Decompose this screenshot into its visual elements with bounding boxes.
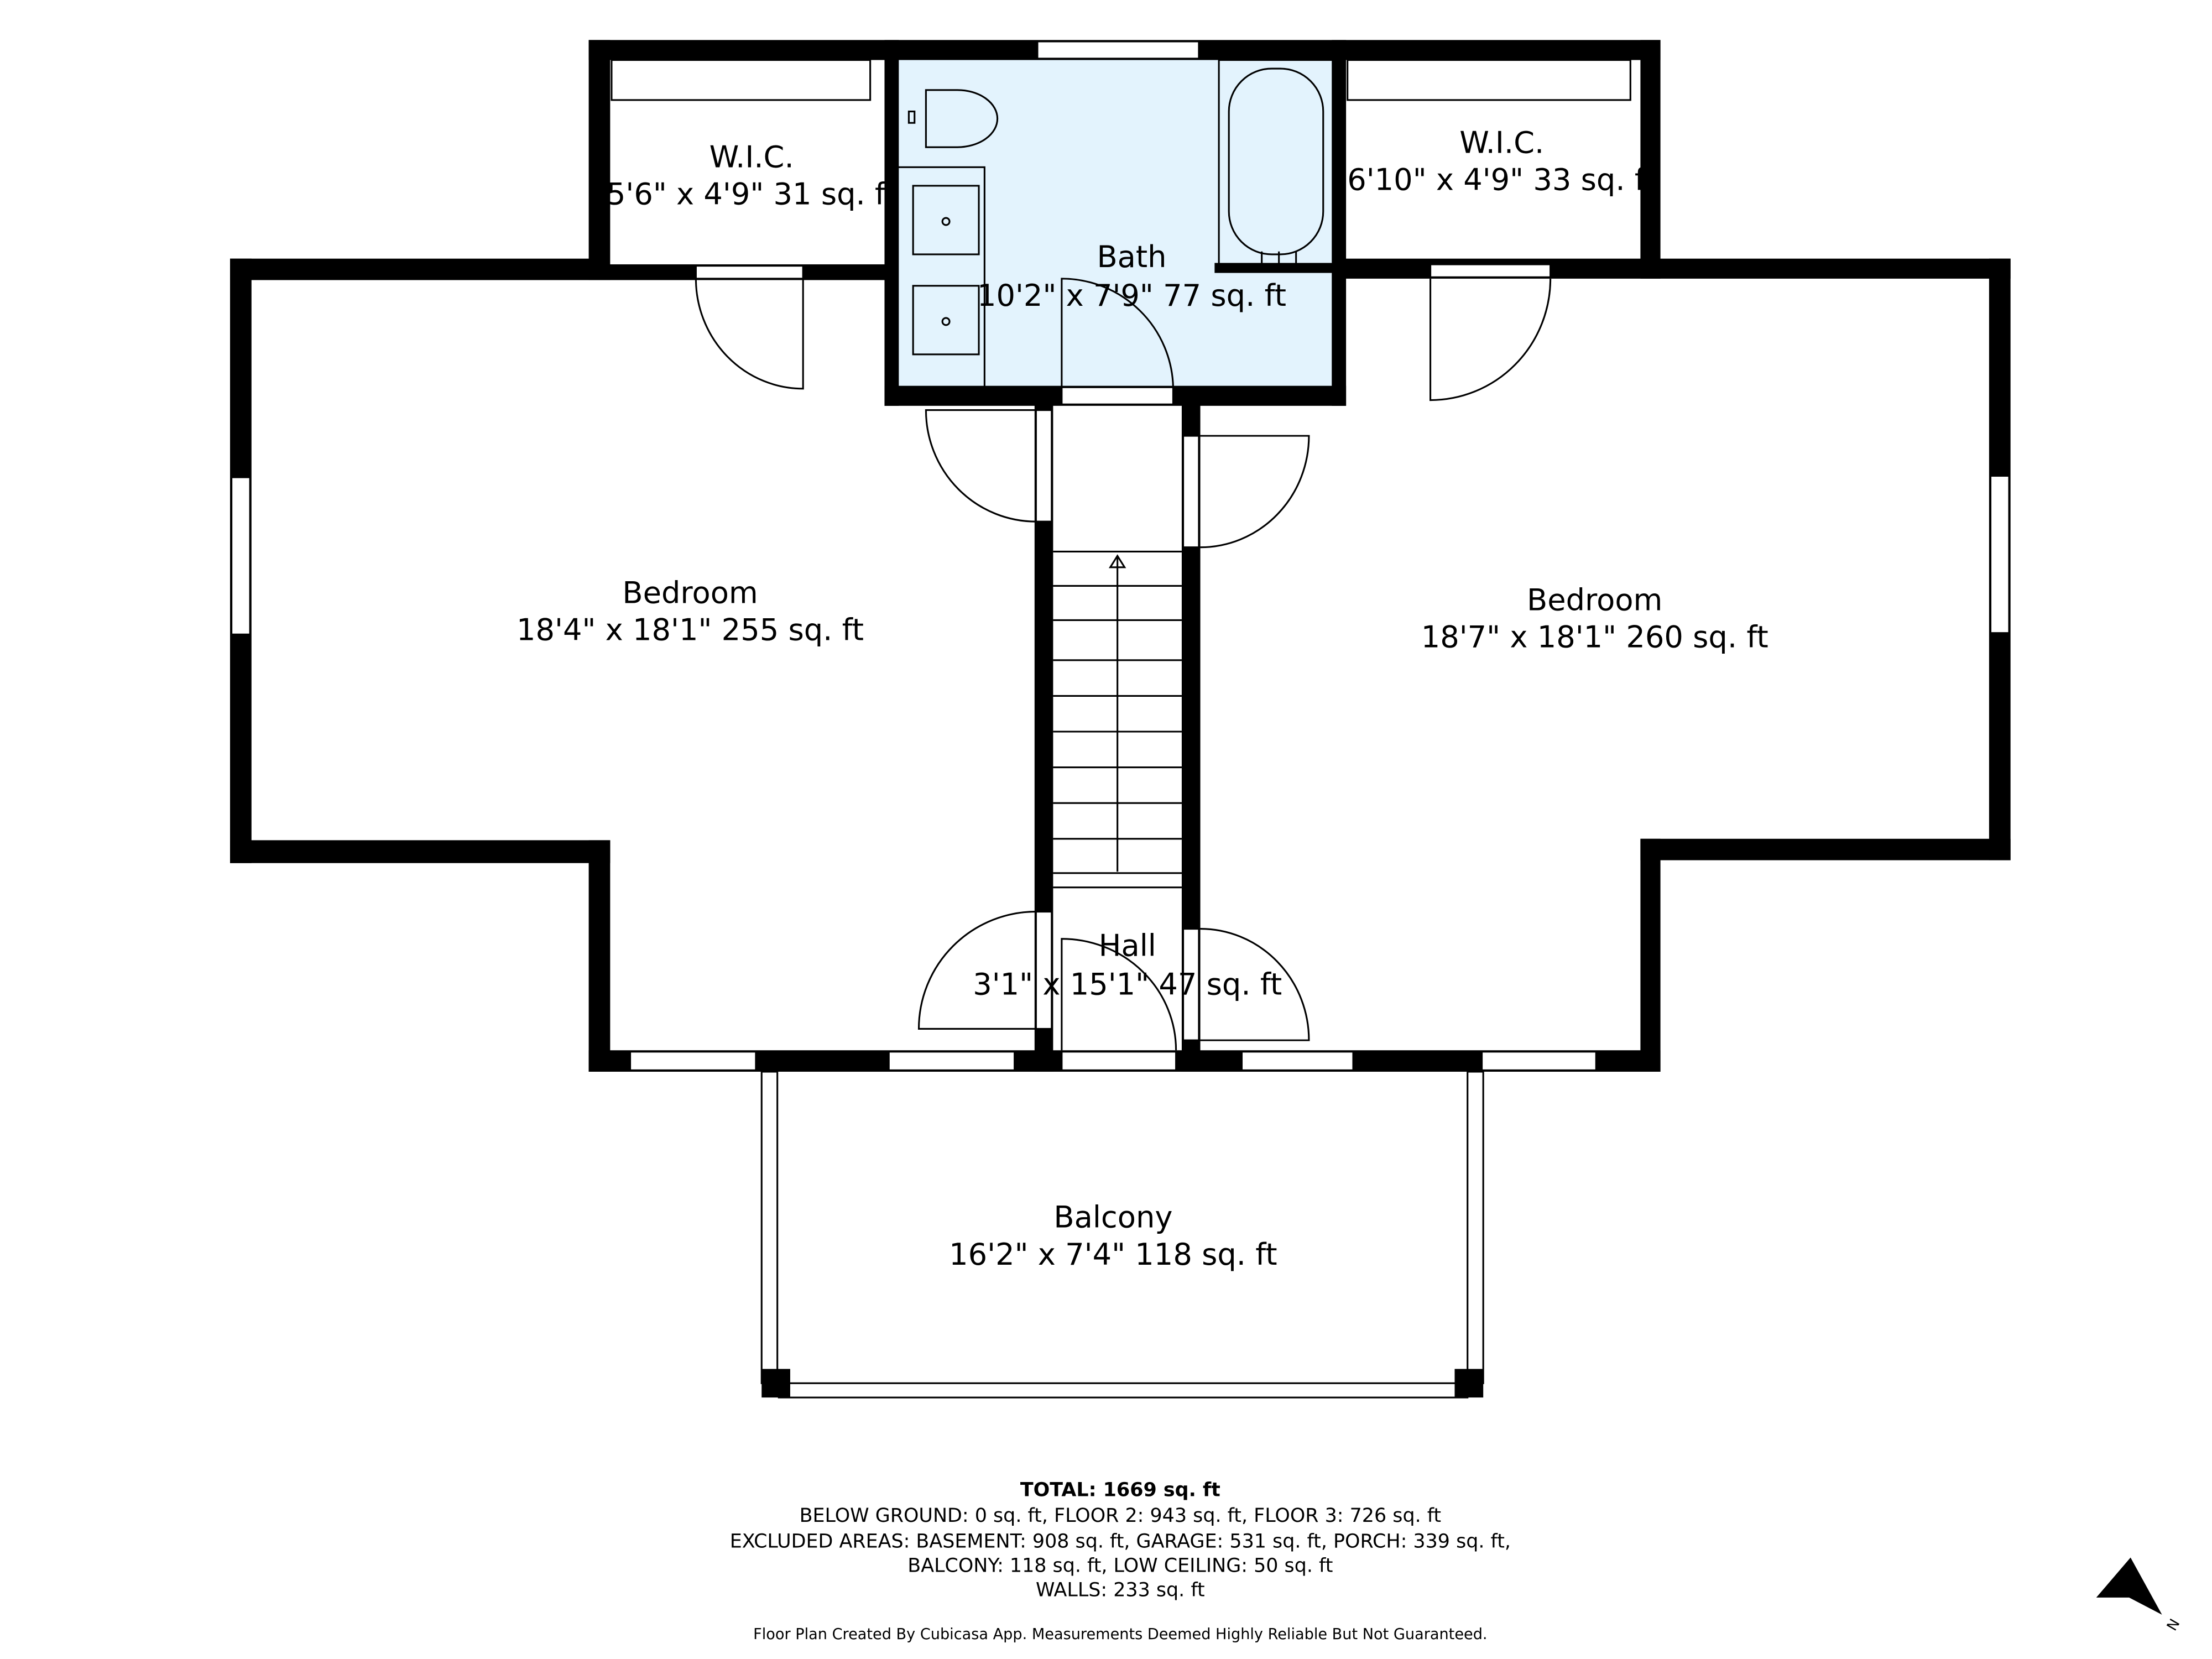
total-area: TOTAL: 1669 sq. ft xyxy=(1020,1479,1220,1501)
door-swing xyxy=(917,911,1036,1030)
stairs xyxy=(1053,550,1182,889)
north-arrow-icon: N xyxy=(2096,1557,2184,1634)
door-swing xyxy=(1061,938,1177,1051)
toilet-icon xyxy=(925,89,999,148)
room-dims: 5'6" x 4'9" 31 sq. ft xyxy=(607,177,897,212)
credit-text: Floor Plan Created By Cubicasa App. Meas… xyxy=(753,1626,1487,1643)
room-dims: 16'2" x 7'4" 118 sq. ft xyxy=(949,1237,1277,1272)
bath-floor xyxy=(894,57,1337,395)
room-dims: 18'4" x 18'1" 255 sq. ft xyxy=(517,613,864,648)
room-name: W.I.C. xyxy=(1459,125,1544,160)
room-wic-left: W.I.C. 5'6" x 4'9" 31 sq. ft xyxy=(607,139,897,211)
room-name: Bedroom xyxy=(622,575,758,610)
room-bedroom-right: Bedroom 18'7" x 18'1" 260 sq. ft xyxy=(1421,582,1768,654)
room-bedroom-left: Bedroom 18'4" x 18'1" 255 sq. ft xyxy=(517,575,864,647)
sink-icon xyxy=(912,285,980,356)
door-swing xyxy=(695,278,804,390)
door-swing xyxy=(1061,278,1174,388)
door-swing xyxy=(1200,435,1310,549)
sink-icon xyxy=(912,185,980,255)
room-name: Bedroom xyxy=(1527,582,1662,617)
room-wic-right: W.I.C. 6'10" x 4'9" 33 sq. ft xyxy=(1347,125,1656,197)
summary-line: EXCLUDED AREAS: BASEMENT: 908 sq. ft, GA… xyxy=(730,1530,1511,1552)
room-hall: Hall 3'1" x 15'1" 47 sq. ft xyxy=(973,928,1282,1002)
room-name: W.I.C. xyxy=(709,139,794,174)
room-dims: 6'10" x 4'9" 33 sq. ft xyxy=(1347,163,1656,197)
room-balcony: Balcony 16'2" x 7'4" 118 sq. ft xyxy=(949,1200,1277,1272)
room-name: Balcony xyxy=(1053,1200,1172,1235)
doors xyxy=(695,278,1552,1051)
stair-direction-arrow-icon xyxy=(1108,554,1126,872)
balcony-railing xyxy=(760,1071,1484,1399)
door-swing xyxy=(1200,928,1310,1041)
summary-line: WALLS: 233 sq. ft xyxy=(1036,1579,1205,1601)
windows xyxy=(231,40,2010,1071)
room-dims: 3'1" x 15'1" 47 sq. ft xyxy=(973,967,1282,1001)
tub-basin xyxy=(1228,67,1324,255)
door-swing xyxy=(1430,278,1552,401)
summary-line: BALCONY: 118 sq. ft, LOW CEILING: 50 sq.… xyxy=(907,1554,1333,1577)
closet-shelf xyxy=(1347,59,1631,101)
toilet-flush xyxy=(907,111,916,124)
room-name: Hall xyxy=(1099,928,1156,963)
summary-line: BELOW GROUND: 0 sq. ft, FLOOR 2: 943 sq.… xyxy=(800,1505,1442,1527)
area-summary: TOTAL: 1669 sq. ft BELOW GROUND: 0 sq. f… xyxy=(730,1479,1511,1642)
room-name: Bath xyxy=(1097,239,1166,274)
room-dims: 10'2" x 7'9" 77 sq. ft xyxy=(977,278,1286,313)
room-dims: 18'7" x 18'1" 260 sq. ft xyxy=(1421,620,1768,655)
room-bath: Bath 10'2" x 7'9" 77 sq. ft xyxy=(977,239,1286,313)
door-swing xyxy=(925,409,1036,523)
closet-shelf xyxy=(611,59,872,101)
north-label: N xyxy=(2164,1616,2184,1634)
